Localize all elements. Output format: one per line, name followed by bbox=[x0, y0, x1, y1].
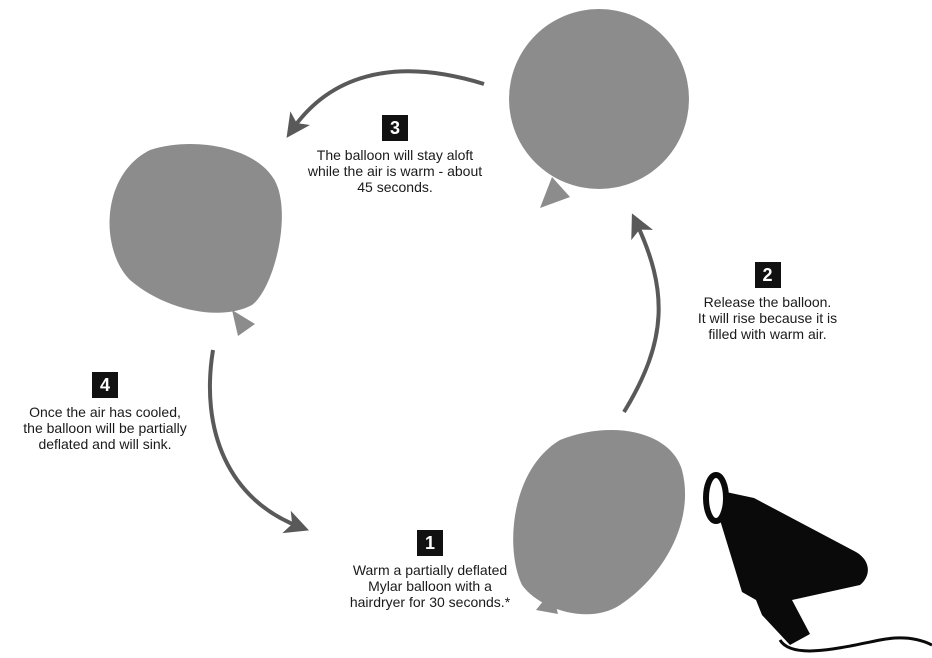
arrow-step-3-to-4 bbox=[208, 349, 309, 534]
step-description: The balloon will stay aloft while the ai… bbox=[307, 147, 483, 195]
step-3-caption: 3 The balloon will stay aloft while the … bbox=[265, 115, 525, 195]
step-number-badge: 1 bbox=[417, 530, 443, 556]
step-number-badge: 3 bbox=[382, 115, 408, 141]
balloon-icon bbox=[109, 143, 282, 336]
step-number-badge: 2 bbox=[754, 262, 781, 288]
step-2-caption: 2 Release the balloon. It will rise beca… bbox=[660, 262, 875, 342]
arrow-step-2-to-3 bbox=[286, 69, 485, 138]
arrow-step-1-to-2 bbox=[622, 213, 661, 414]
hairdryer-icon bbox=[703, 472, 932, 653]
balloon-icon bbox=[509, 9, 689, 208]
balloon-icon bbox=[513, 430, 686, 615]
step-description: Warm a partially deflated Mylar balloon … bbox=[349, 562, 511, 610]
step-4-caption: 4 Once the air has cooled, the balloon w… bbox=[0, 372, 210, 452]
step-number-badge: 4 bbox=[92, 372, 118, 398]
step-description: Release the balloon. It will rise becaus… bbox=[697, 294, 838, 342]
step-1-caption: 1 Warm a partially deflated Mylar balloo… bbox=[300, 530, 560, 610]
step-description: Once the air has cooled, the balloon wil… bbox=[23, 404, 187, 452]
